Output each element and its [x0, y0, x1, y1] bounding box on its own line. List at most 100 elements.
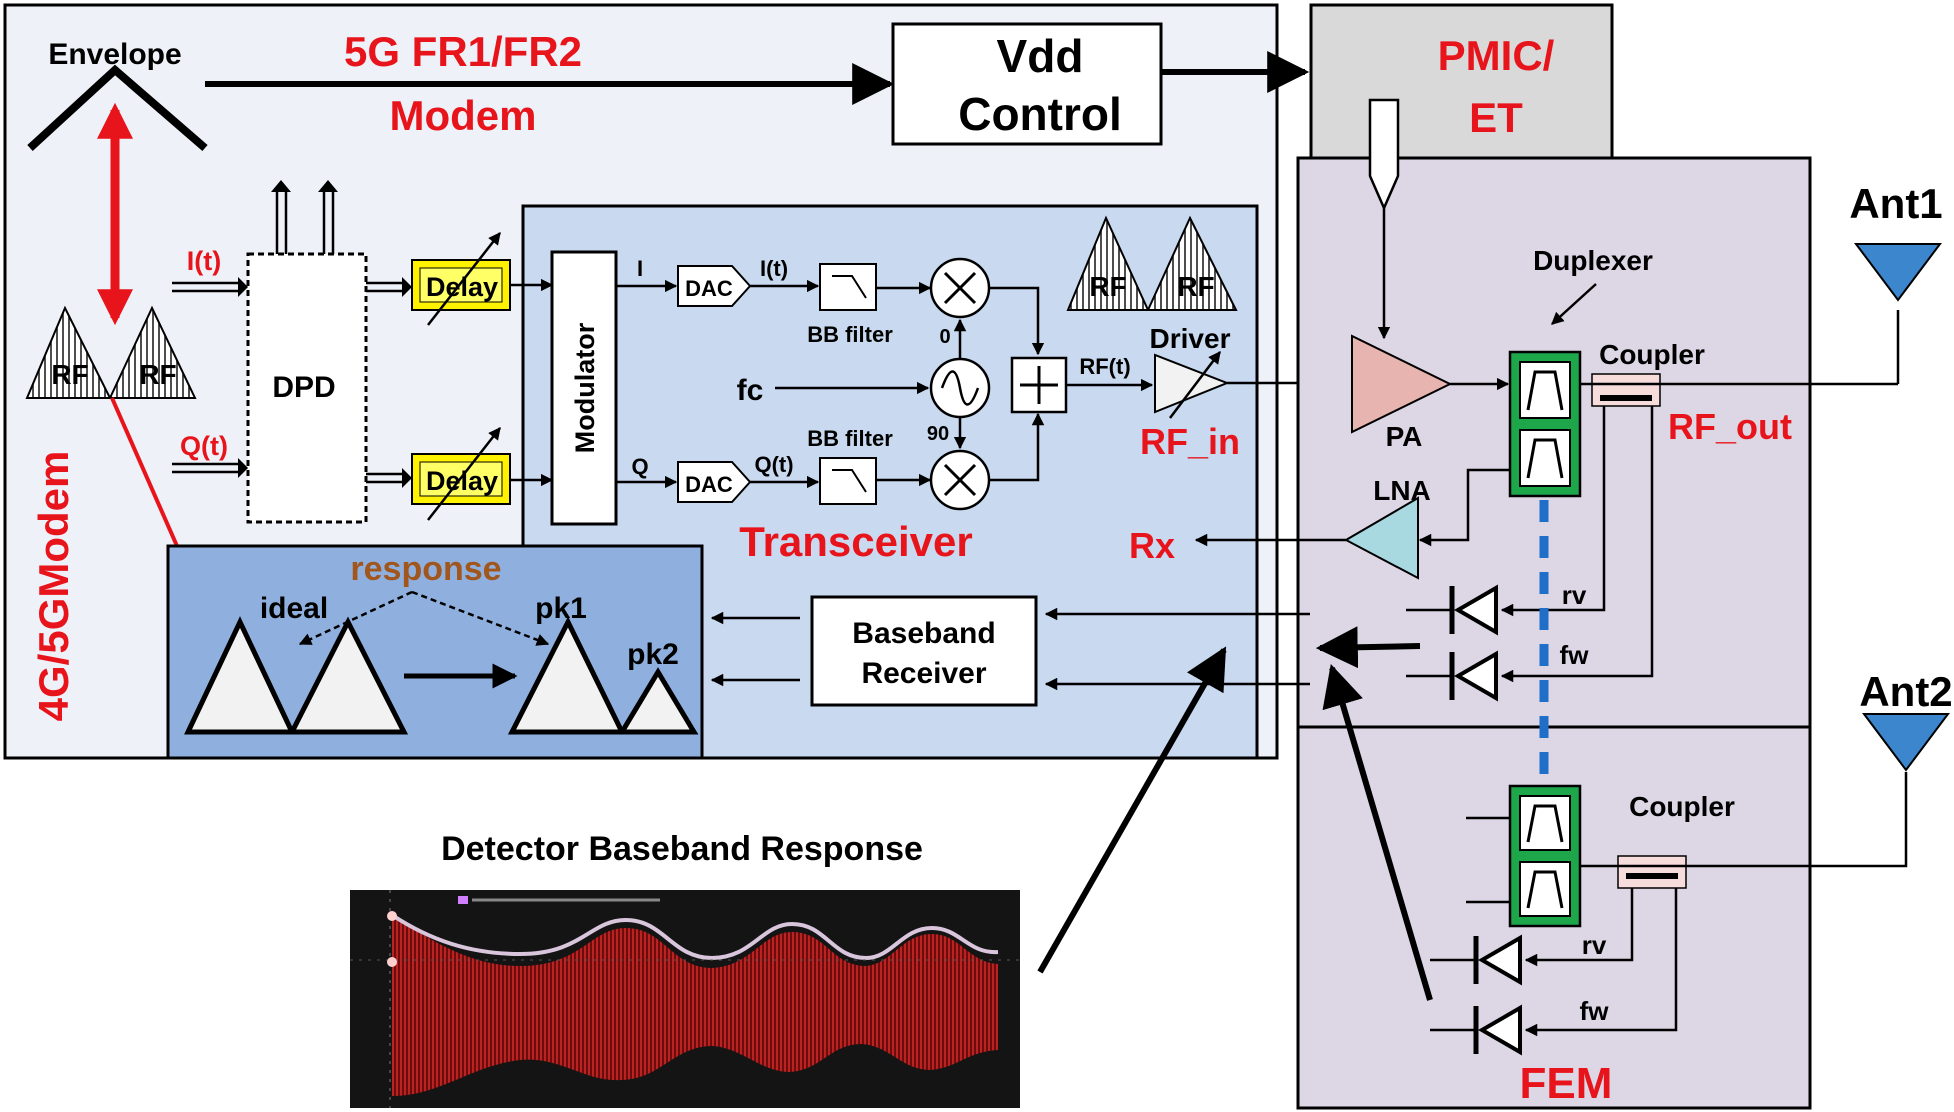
duplexer-pointer: [1551, 283, 1597, 325]
mixer-i-to-sum: [989, 286, 1045, 356]
ant1-label: Ant1: [1849, 180, 1942, 227]
modulator-label: Modulator: [570, 322, 600, 453]
pmic-box: [1309, 3, 1614, 160]
modem-title-line1: 5G FR1/FR2: [344, 28, 582, 75]
dac-q-box: [677, 461, 752, 503]
duplexer2-to-ant2: [1580, 772, 1908, 868]
bb-filter-i: [819, 263, 877, 311]
pmic-line1: PMIC/: [1438, 32, 1555, 79]
detector-title: Detector Baseband Response: [441, 830, 923, 868]
detector-diode-fw: [1406, 650, 1498, 702]
vdd-line2: Control: [958, 88, 1122, 140]
dpd-output-arrows: [366, 277, 412, 488]
rv-label: rv: [1562, 580, 1587, 610]
distorted-peaks: [507, 616, 699, 735]
duplexer-label: Duplexer: [1533, 245, 1653, 276]
red-pointer-line: [110, 397, 179, 547]
dpd-up-arrows: [271, 180, 338, 254]
pa-amp: [1351, 334, 1453, 434]
coupler-label: Coupler: [1629, 791, 1735, 822]
detector2-feedback-arrow: [1322, 663, 1433, 1001]
coupler-rv-line: [1500, 406, 1606, 617]
it-signal-label: I(t): [760, 256, 788, 281]
detector-scope-image: [350, 890, 1020, 1108]
modulator-box: [550, 250, 618, 526]
fc-label: fc: [737, 374, 764, 407]
duplexer-to-lna: [1418, 468, 1510, 547]
delay-bottom: Delay: [411, 427, 511, 521]
bb-filter-q: [819, 457, 877, 505]
pmic-supply-probe: [1368, 98, 1400, 212]
delay-top: Delay: [411, 232, 511, 326]
ninety-label: 90: [927, 423, 949, 445]
driver-label: Driver: [1150, 323, 1231, 354]
ideal-label: ideal: [260, 592, 328, 625]
rf-spectrum-right: RF RF: [1066, 215, 1238, 311]
qt-input-arrow: [172, 458, 248, 478]
fw-label: fw: [1580, 996, 1610, 1026]
qt-label: Q(t): [180, 431, 228, 461]
fw-label: fw: [1560, 640, 1590, 670]
zero-label: 0: [939, 326, 950, 348]
fem-label: FEM: [1520, 1059, 1613, 1108]
vdd-control-box: [891, 22, 1163, 146]
rv-label: rv: [1582, 930, 1607, 960]
mixer-q-to-sum: [989, 412, 1045, 482]
qt-signal-label: Q(t): [754, 452, 793, 477]
fem-box: [1296, 156, 1812, 1110]
rf-spectrum-left: RF RF: [25, 305, 197, 399]
dpd-box: [246, 252, 368, 524]
lo-oscillator: [929, 357, 991, 419]
dac-label: DAC: [685, 276, 733, 301]
duplexer-2: [1466, 784, 1582, 928]
envelope-shape: [27, 64, 208, 152]
response-label: response: [350, 550, 501, 588]
vdd-line1: Vdd: [997, 30, 1084, 82]
rx-label: Rx: [1129, 525, 1175, 566]
response-to-pk1: [411, 590, 550, 646]
bb-filter-label: BB filter: [807, 322, 893, 347]
rf-label: RF: [51, 359, 88, 390]
dpd-label: DPD: [272, 371, 335, 404]
q-label: Q: [631, 454, 648, 479]
baseband-line2: Receiver: [861, 657, 986, 690]
delay-label: Delay: [426, 466, 498, 496]
pmic-line2: ET: [1469, 94, 1523, 141]
driver-amp: [1154, 353, 1230, 414]
modem-4g5g-label: 4G/5GModem: [30, 451, 77, 722]
detector-diode-fw2: [1430, 1004, 1522, 1056]
delay-label: Delay: [426, 272, 498, 302]
coupler2-rv-line: [1524, 888, 1634, 967]
duplexer-1: [1508, 350, 1582, 498]
pk2-label: pk2: [627, 638, 679, 671]
it-label: I(t): [187, 246, 221, 276]
pa-label: PA: [1386, 421, 1423, 452]
lna-amp: [1343, 496, 1419, 580]
it-input-arrow: [172, 277, 248, 297]
mixer-q: [929, 449, 991, 511]
dac-i-box: [677, 265, 752, 307]
coupler-label: Coupler: [1599, 339, 1705, 370]
coupler2-fw-line: [1524, 888, 1678, 1037]
coupler-fw-line: [1500, 406, 1654, 683]
mixer-i: [929, 257, 991, 319]
coupler-2: [1617, 855, 1687, 889]
coupler-1: [1591, 373, 1661, 407]
pk1-label: pk1: [535, 592, 587, 625]
transceiver-label: Transceiver: [739, 518, 973, 565]
scope-to-transceiver-arrow: [1037, 646, 1227, 974]
rf-in-label: RF_in: [1140, 421, 1240, 462]
rft-label: RF(t): [1079, 354, 1130, 379]
modem-title-line2: Modem: [390, 92, 537, 139]
detector-diode-rv2: [1430, 934, 1522, 986]
ant2-icon: [1862, 713, 1950, 772]
ant1-icon: [1854, 243, 1942, 302]
lna-label: LNA: [1373, 475, 1431, 506]
ideal-peaks: [184, 616, 409, 735]
detector-diode-rv: [1406, 584, 1498, 636]
summer: [1010, 356, 1068, 414]
rf-label: RF: [1177, 271, 1214, 302]
rf-label: RF: [1089, 271, 1126, 302]
baseband-receiver-box: [810, 595, 1038, 707]
